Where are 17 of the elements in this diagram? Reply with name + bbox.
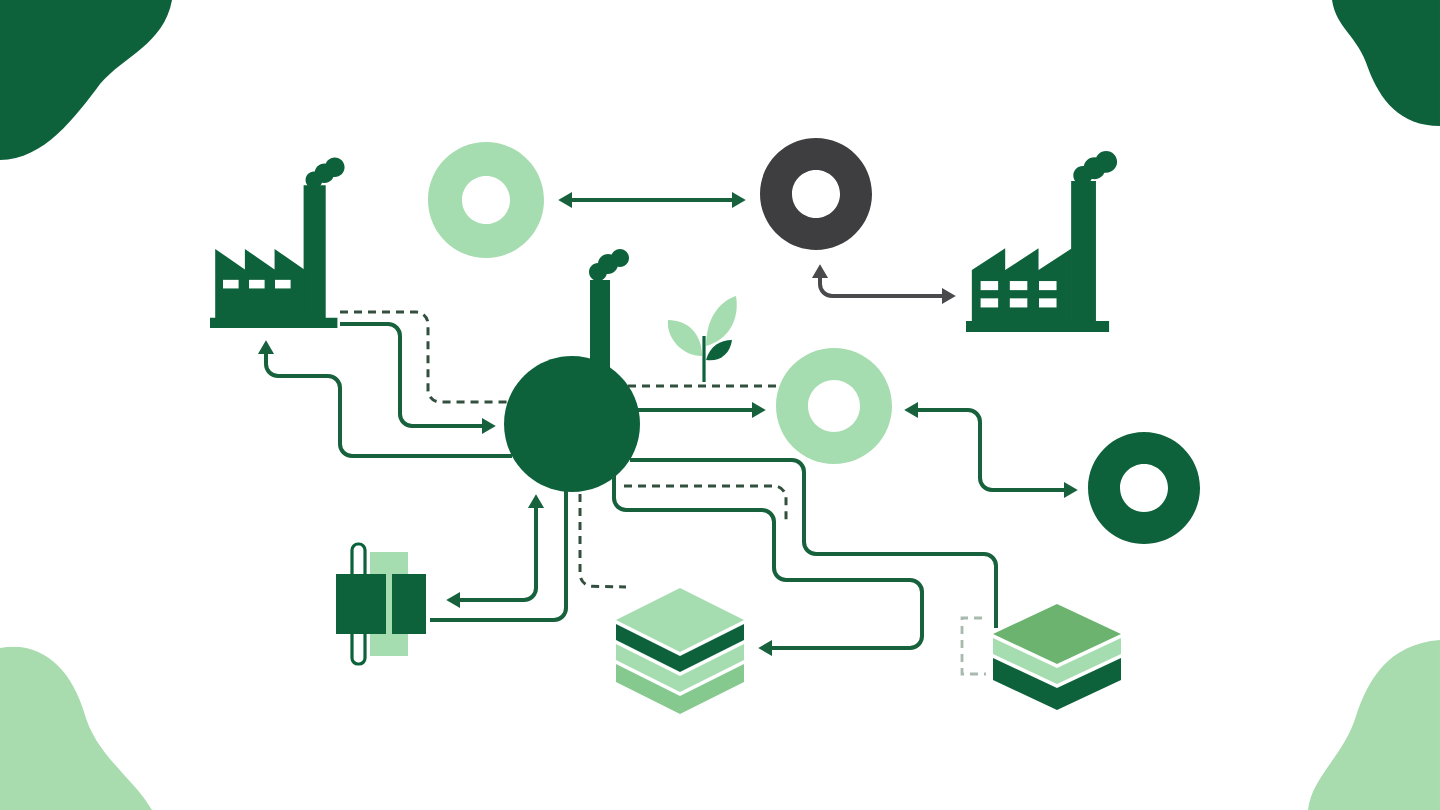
module-icon [336, 542, 426, 666]
ring-icon [428, 142, 544, 258]
layer-stack-icon [993, 604, 1121, 710]
factory-icon [966, 150, 1118, 332]
dashed-line [578, 494, 627, 589]
connector-line [630, 458, 998, 628]
dashed-line [624, 484, 788, 524]
ring-icon [1088, 432, 1200, 544]
ring-icon [776, 348, 892, 464]
dashed-line [340, 310, 508, 404]
factory-icon [210, 157, 345, 328]
chimney-circle-icon [504, 249, 640, 492]
layer-stack-icon [616, 588, 744, 714]
ring-icon [760, 138, 872, 250]
connector-line [430, 490, 568, 622]
arrow [612, 476, 924, 657]
dashed-line [628, 384, 776, 388]
